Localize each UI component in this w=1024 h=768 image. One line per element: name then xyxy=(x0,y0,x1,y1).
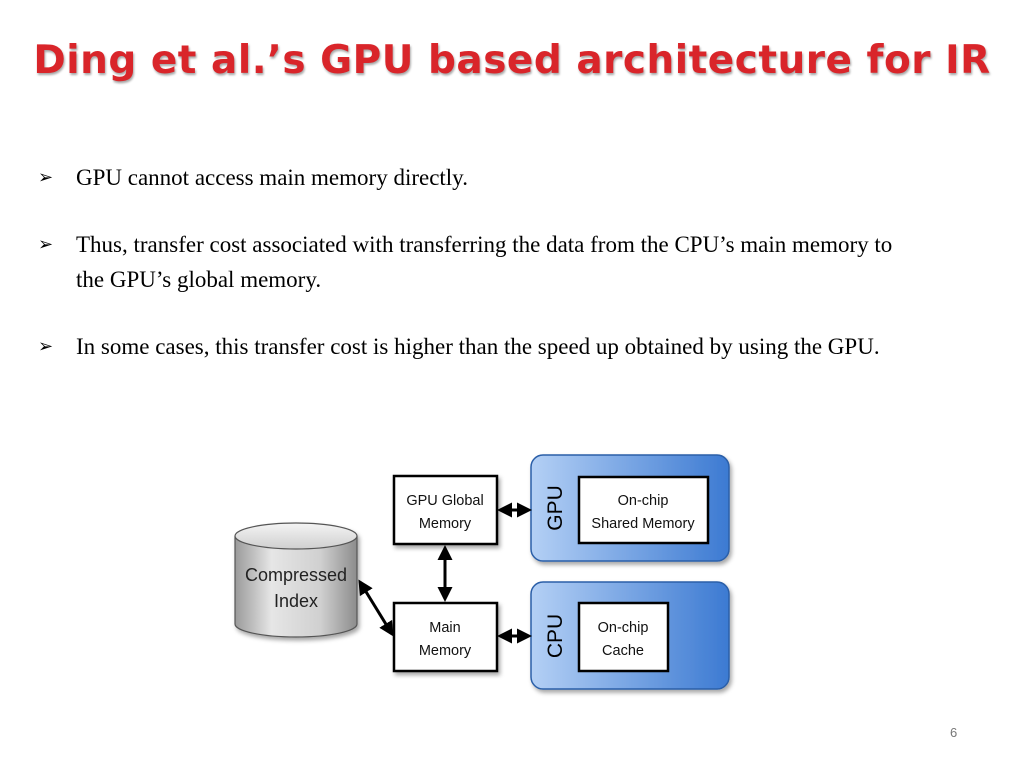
arrow-bullet-icon: ➢ xyxy=(38,234,54,255)
arrow-bullet-icon: ➢ xyxy=(38,167,54,188)
slide-title: Ding et al.’s GPU based architecture for… xyxy=(33,38,991,83)
arrow-bullet-icon: ➢ xyxy=(38,336,54,357)
main-memory-box xyxy=(392,601,499,673)
onchip-cache-label-line1: On-chip xyxy=(598,620,649,636)
gpu-panel-label: GPU xyxy=(544,485,567,531)
gpu-global-memory-label-line2: Memory xyxy=(419,516,472,532)
gpu-global-memory-box xyxy=(392,474,499,546)
onchip-shared-memory-label-line1: On-chip xyxy=(618,493,669,509)
gpu-global-memory-label-line1: GPU Global xyxy=(406,493,483,509)
cpu-panel-label: CPU xyxy=(544,614,567,658)
bullet-list: ➢ GPU cannot access main memory directly… xyxy=(38,160,918,396)
main-memory-label-line2: Memory xyxy=(419,643,472,659)
onchip-shared-memory-label-line2: Shared Memory xyxy=(591,516,695,532)
bullet-item: ➢ In some cases, this transfer cost is h… xyxy=(38,329,918,364)
bullet-text: In some cases, this transfer cost is hig… xyxy=(76,334,880,359)
onchip-cache-box xyxy=(577,601,670,673)
compressed-index-cylinder xyxy=(234,522,358,638)
main-memory-label-line1: Main xyxy=(429,620,460,636)
index-to-main-memory-arrow xyxy=(358,579,394,637)
onchip-cache-label-line2: Cache xyxy=(602,643,644,659)
compressed-index-label-line2: Index xyxy=(274,591,318,611)
page-number: 6 xyxy=(950,725,958,740)
bullet-text: Thus, transfer cost associated with tran… xyxy=(76,232,893,292)
bullet-text: GPU cannot access main memory directly. xyxy=(76,165,468,190)
architecture-diagram: Compressed Index GPU Global Memory Main … xyxy=(234,454,730,690)
bullet-item: ➢ GPU cannot access main memory directly… xyxy=(38,160,918,195)
compressed-index-label-line1: Compressed xyxy=(245,565,347,585)
bullet-item: ➢ Thus, transfer cost associated with tr… xyxy=(38,227,918,297)
onchip-shared-memory-box xyxy=(577,475,710,545)
